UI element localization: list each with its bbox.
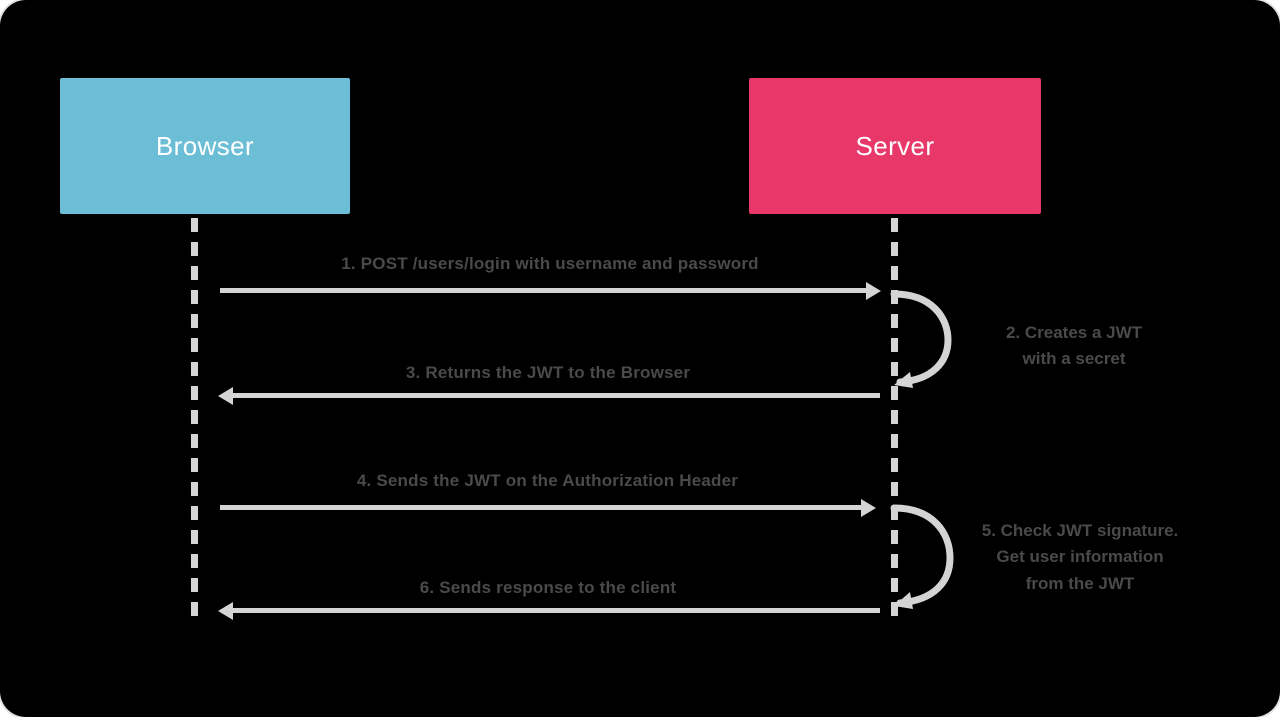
- self-message-loop-5: [888, 498, 970, 614]
- message-label-3: 3. Returns the JWT to the Browser: [405, 363, 691, 382]
- self-loop-arrow-icon-2: [890, 290, 952, 388]
- arrow-shaft: [220, 505, 862, 510]
- self-message-loop-2: [888, 284, 968, 392]
- self-message-note-2-line-2: with a secret: [1022, 349, 1126, 369]
- arrow-shaft: [232, 393, 880, 398]
- arrow-shaft: [220, 288, 867, 293]
- self-message-note-5-line-3: from the JWT: [1025, 573, 1135, 593]
- arrow-head-left: [218, 601, 233, 620]
- self-message-note-5: 5. Check JWT signature. Get user informa…: [956, 518, 1204, 597]
- message-label-6: 6. Sends response to the client: [419, 578, 677, 597]
- lifeline-server: [891, 218, 898, 626]
- arrow-shaft: [232, 608, 880, 613]
- self-message-note-2-line-1: 2. Creates a JWT: [1005, 323, 1143, 342]
- arrow-head-left: [218, 386, 233, 405]
- message-arrow-1: [220, 281, 881, 300]
- self-message-note-5-line-1: 5. Check JWT signature.: [981, 521, 1179, 540]
- lifeline-browser: [191, 218, 198, 626]
- participant-box-server[interactable]: Server: [749, 78, 1041, 214]
- participant-label-server: Server: [855, 130, 935, 161]
- participant-box-browser[interactable]: Browser: [60, 78, 350, 214]
- self-loop-arrow-icon-5: [890, 504, 954, 609]
- message-arrow-3: [218, 386, 880, 405]
- arrow-head-right: [861, 498, 876, 517]
- message-label-1: 1. POST /users/login with username and p…: [341, 254, 759, 273]
- message-arrow-6: [218, 601, 880, 620]
- self-message-note-5-line-2: Get user information: [996, 547, 1164, 567]
- self-message-note-2: 2. Creates a JWT with a secret: [956, 320, 1192, 373]
- arrow-head-right: [866, 281, 881, 300]
- message-arrow-4: [220, 498, 876, 517]
- message-label-4: 4. Sends the JWT on the Authorization He…: [356, 471, 739, 490]
- participant-label-browser: Browser: [155, 130, 255, 161]
